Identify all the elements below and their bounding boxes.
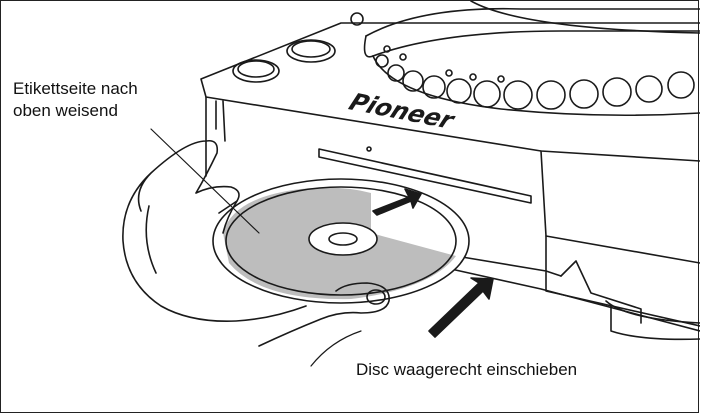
player-top-outline [200, 22, 700, 162]
jog-ring-outer [365, 7, 700, 37]
callout-insert: Disc waagerecht einschieben [356, 360, 578, 379]
player-foot [560, 260, 700, 341]
callout-label-side-line1: Etikettseite nach [13, 79, 138, 98]
hand-thumb [258, 282, 390, 347]
jog-wheel-top [470, 1, 700, 34]
jog-ring-inner [372, 30, 700, 57]
top-button-right [286, 39, 336, 63]
arrow-insert-upper [372, 188, 422, 216]
callout-label-side: Etikettseite nach oben weisend [13, 78, 138, 122]
arrow-insert-lower [428, 277, 494, 338]
hand-left [122, 139, 307, 323]
disc-hole [328, 232, 358, 246]
callout-label-side-line2: oben weisend [13, 101, 118, 120]
jog-indicator-lights [375, 45, 695, 110]
leader-line-label [150, 128, 260, 234]
disc-slot [318, 148, 532, 204]
player-side-panel [215, 100, 226, 142]
top-button-left [232, 59, 280, 83]
jog-ring-bottom [372, 55, 700, 117]
leader-line-insert [310, 330, 362, 367]
